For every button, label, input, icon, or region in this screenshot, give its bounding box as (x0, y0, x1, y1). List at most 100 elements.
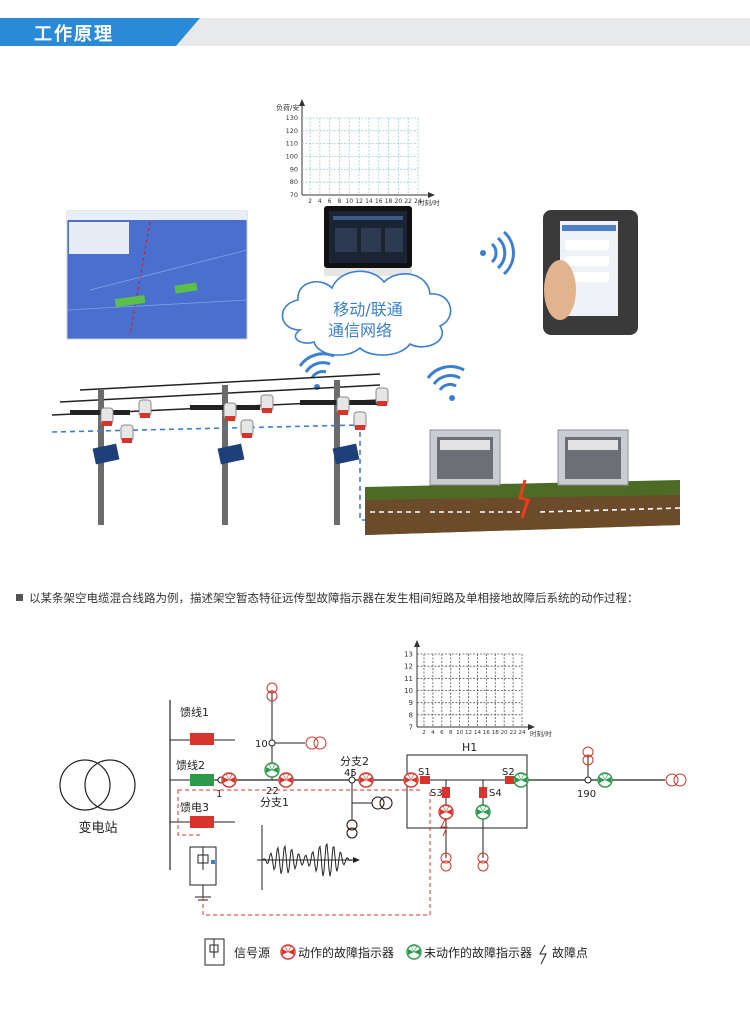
legend: 信号源 动作的故障指示器 未动作的故障指示器 故障点 (204, 938, 588, 966)
distribution-transformer-icons (266, 682, 687, 872)
y-tick-label: 110 (286, 140, 298, 148)
y-tick-label: 12 (404, 663, 413, 671)
chart-xlabel: 时刻/时 (418, 198, 440, 207)
x-tick-label: 20 (501, 730, 508, 736)
fault-indicator-device (223, 402, 237, 421)
solar-panels (92, 443, 360, 465)
actuated-indicator-icon (403, 772, 419, 788)
bullet-square-icon (16, 594, 23, 601)
feeder3-breaker (190, 816, 214, 828)
x-tick-label: 18 (492, 730, 499, 736)
node-1-label: 1 (216, 789, 222, 800)
x-tick-label: 24 (519, 730, 526, 736)
caption-text: 以某条架空电缆混合线路为例，描述架空暂态特征远传型故障指示器在发生相间短路及单相… (16, 590, 746, 606)
x-tick-label: 16 (375, 198, 383, 205)
node-190-label: 190 (577, 789, 596, 800)
node-10-label: 10 (255, 739, 268, 750)
feeder2-label: 馈线2 (176, 758, 205, 772)
monitor-icon (324, 206, 412, 280)
y-tick-label: 9 (409, 699, 413, 707)
small-chart-xlabel: 时刻/时 (530, 729, 552, 738)
branch2-label: 分支2 (340, 755, 369, 768)
x-tick-label: 4 (318, 198, 322, 205)
x-tick-label: 22 (404, 198, 412, 205)
fault-indicator-device (240, 419, 254, 438)
x-tick-label: 6 (328, 198, 332, 205)
substation-transformer-icon (59, 759, 136, 811)
y-tick-label: 13 (404, 651, 413, 659)
x-tick-label: 6 (440, 730, 444, 736)
y-tick-label: 130 (286, 114, 298, 122)
node-22-label: 22 (266, 786, 279, 797)
actuated-indicator-icon (278, 772, 294, 788)
s2-label: S2 (502, 767, 515, 778)
h1-label: H1 (462, 741, 477, 754)
idle-indicator-icon (597, 772, 613, 788)
x-tick-label: 24 (414, 198, 422, 205)
x-tick-label: 12 (355, 198, 363, 205)
legend-fault-point: 故障点 (552, 945, 588, 960)
actuated-indicator-icon (438, 804, 454, 820)
x-tick-label: 22 (510, 730, 517, 736)
s4-label: S4 (489, 788, 502, 799)
smartphone-icon (543, 210, 638, 335)
y-tick-label: 7 (409, 724, 413, 732)
x-tick-label: 12 (465, 730, 472, 736)
fault-indicator-device (336, 396, 350, 415)
s1-label: S1 (418, 767, 431, 778)
x-tick-label: 18 (385, 198, 393, 205)
legend-actuated: 动作的故障指示器 (298, 945, 394, 960)
x-tick-label: 10 (456, 730, 463, 736)
x-tick-label: 4 (431, 730, 435, 736)
y-tick-label: 90 (290, 165, 298, 173)
fault-indicator-devices (100, 387, 389, 443)
chart-ylabel: 负荷/安 (276, 103, 299, 112)
page-title: 工作原理 (34, 24, 114, 45)
feeder1-breaker (190, 733, 214, 745)
node-45-label: 45 (344, 768, 357, 779)
communication-cloud: 移动/联通 通信网络 (281, 270, 452, 356)
transient-waveform (257, 825, 360, 890)
fault-indicator-device (260, 394, 274, 413)
x-tick-label: 2 (422, 730, 426, 736)
caption-body: 以某条架空电缆混合线路为例，描述架空暂态特征远传型故障指示器在发生相间短路及单相… (29, 591, 639, 605)
actuated-indicator-icon (358, 772, 374, 788)
y-tick-label: 8 (409, 711, 413, 719)
fault-indicator-device (120, 424, 134, 443)
fault-indicator-markers (221, 762, 613, 820)
y-tick-label: 100 (286, 153, 298, 161)
y-tick-label: 120 (286, 127, 298, 135)
x-tick-label: 14 (365, 198, 373, 205)
x-tick-label: 16 (483, 730, 490, 736)
x-tick-label: 14 (474, 730, 481, 736)
substation-label: 变电站 (78, 820, 117, 836)
y-tick-label: 10 (404, 687, 413, 695)
feeder2-breaker (190, 774, 214, 786)
idle-indicator-icon (264, 762, 280, 778)
actuated-indicator-icon (221, 772, 237, 788)
y-tick-label: 11 (404, 675, 413, 683)
x-tick-label: 10 (345, 198, 353, 205)
ground-section (365, 479, 681, 535)
fault-indicator-device (375, 387, 389, 406)
x-tick-label: 20 (395, 198, 403, 205)
idle-indicator-icon (513, 772, 529, 788)
legend-signal-source: 信号源 (234, 946, 270, 960)
cloud-line2: 通信网络 (328, 321, 392, 340)
ring-main-unit-2 (557, 429, 629, 486)
y-tick-label: 80 (290, 178, 298, 186)
y-tick-label: 70 (290, 191, 298, 199)
x-tick-label: 2 (308, 198, 312, 205)
ring-main-unit-1 (429, 429, 501, 486)
x-tick-label: 8 (449, 730, 453, 736)
cloud-line1: 移动/联通 (333, 300, 402, 319)
branch1-label: 分支1 (260, 796, 289, 809)
header-tab (0, 18, 200, 46)
fault-indicator-device (100, 407, 114, 426)
legend-idle-icon (406, 944, 422, 960)
legend-not-actuated: 未动作的故障指示器 (424, 945, 532, 960)
x-tick-label: 8 (338, 198, 342, 205)
